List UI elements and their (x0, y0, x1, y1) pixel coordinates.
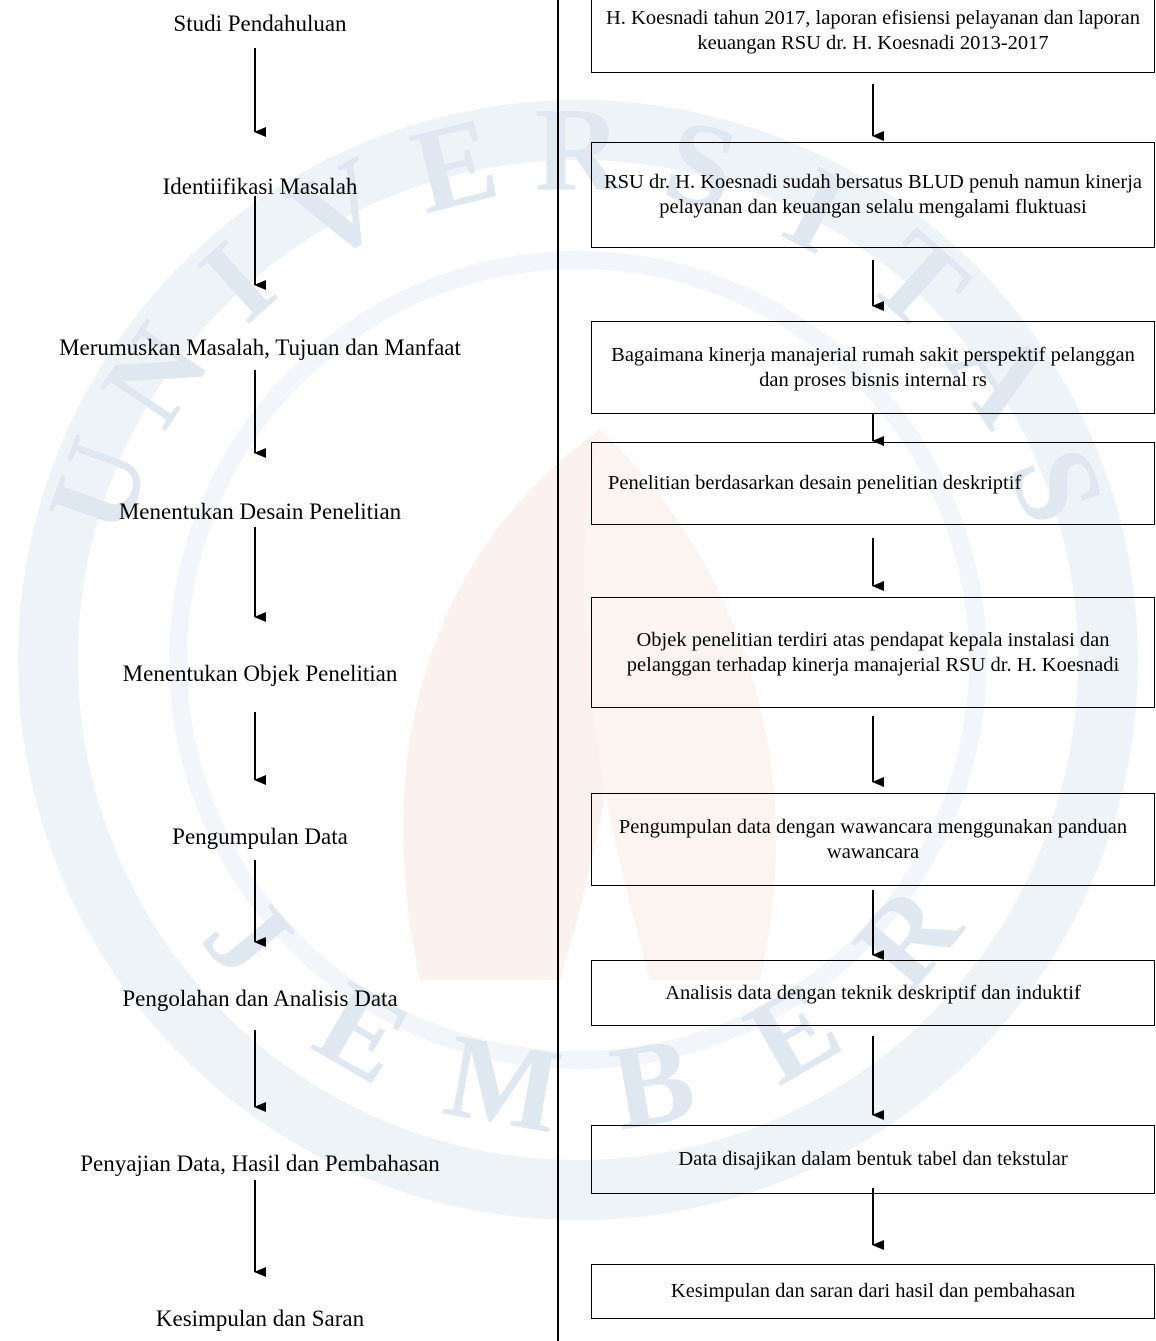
right-box-7: Analisis data dengan teknik deskriptif d… (591, 960, 1155, 1026)
right-box-9: Kesimpulan dan saran dari hasil dan pemb… (591, 1264, 1155, 1319)
left-step-9: Kesimpulan dan Saran (155, 1306, 365, 1331)
left-step-1: Studi Pendahuluan (173, 11, 347, 36)
left-step-3: Merumuskan Masalah, Tujuan dan Manfaat (59, 335, 461, 360)
left-step-8: Penyajian Data, Hasil dan Pembahasan (80, 1151, 440, 1176)
column-divider (557, 0, 559, 1341)
left-step-5: Menentukan Objek Penelitian (122, 661, 398, 686)
right-box-6: Pengumpulan data dengan wawancara menggu… (591, 793, 1155, 886)
right-box-3: Bagaimana kinerja manajerial rumah sakit… (591, 321, 1155, 414)
left-step-6: Pengumpulan Data (172, 824, 348, 849)
left-step-2: Identiifikasi Masalah (162, 174, 358, 199)
right-box-2: RSU dr. H. Koesnadi sudah bersatus BLUD … (591, 142, 1155, 248)
left-step-4: Menentukan Desain Penelitian (118, 499, 402, 524)
right-box-5: Objek penelitian terdiri atas pendapat k… (591, 597, 1155, 708)
left-step-7: Pengolahan dan Analisis Data (122, 986, 398, 1011)
right-box-1: H. Koesnadi tahun 2017, laporan efisiens… (591, 0, 1155, 73)
